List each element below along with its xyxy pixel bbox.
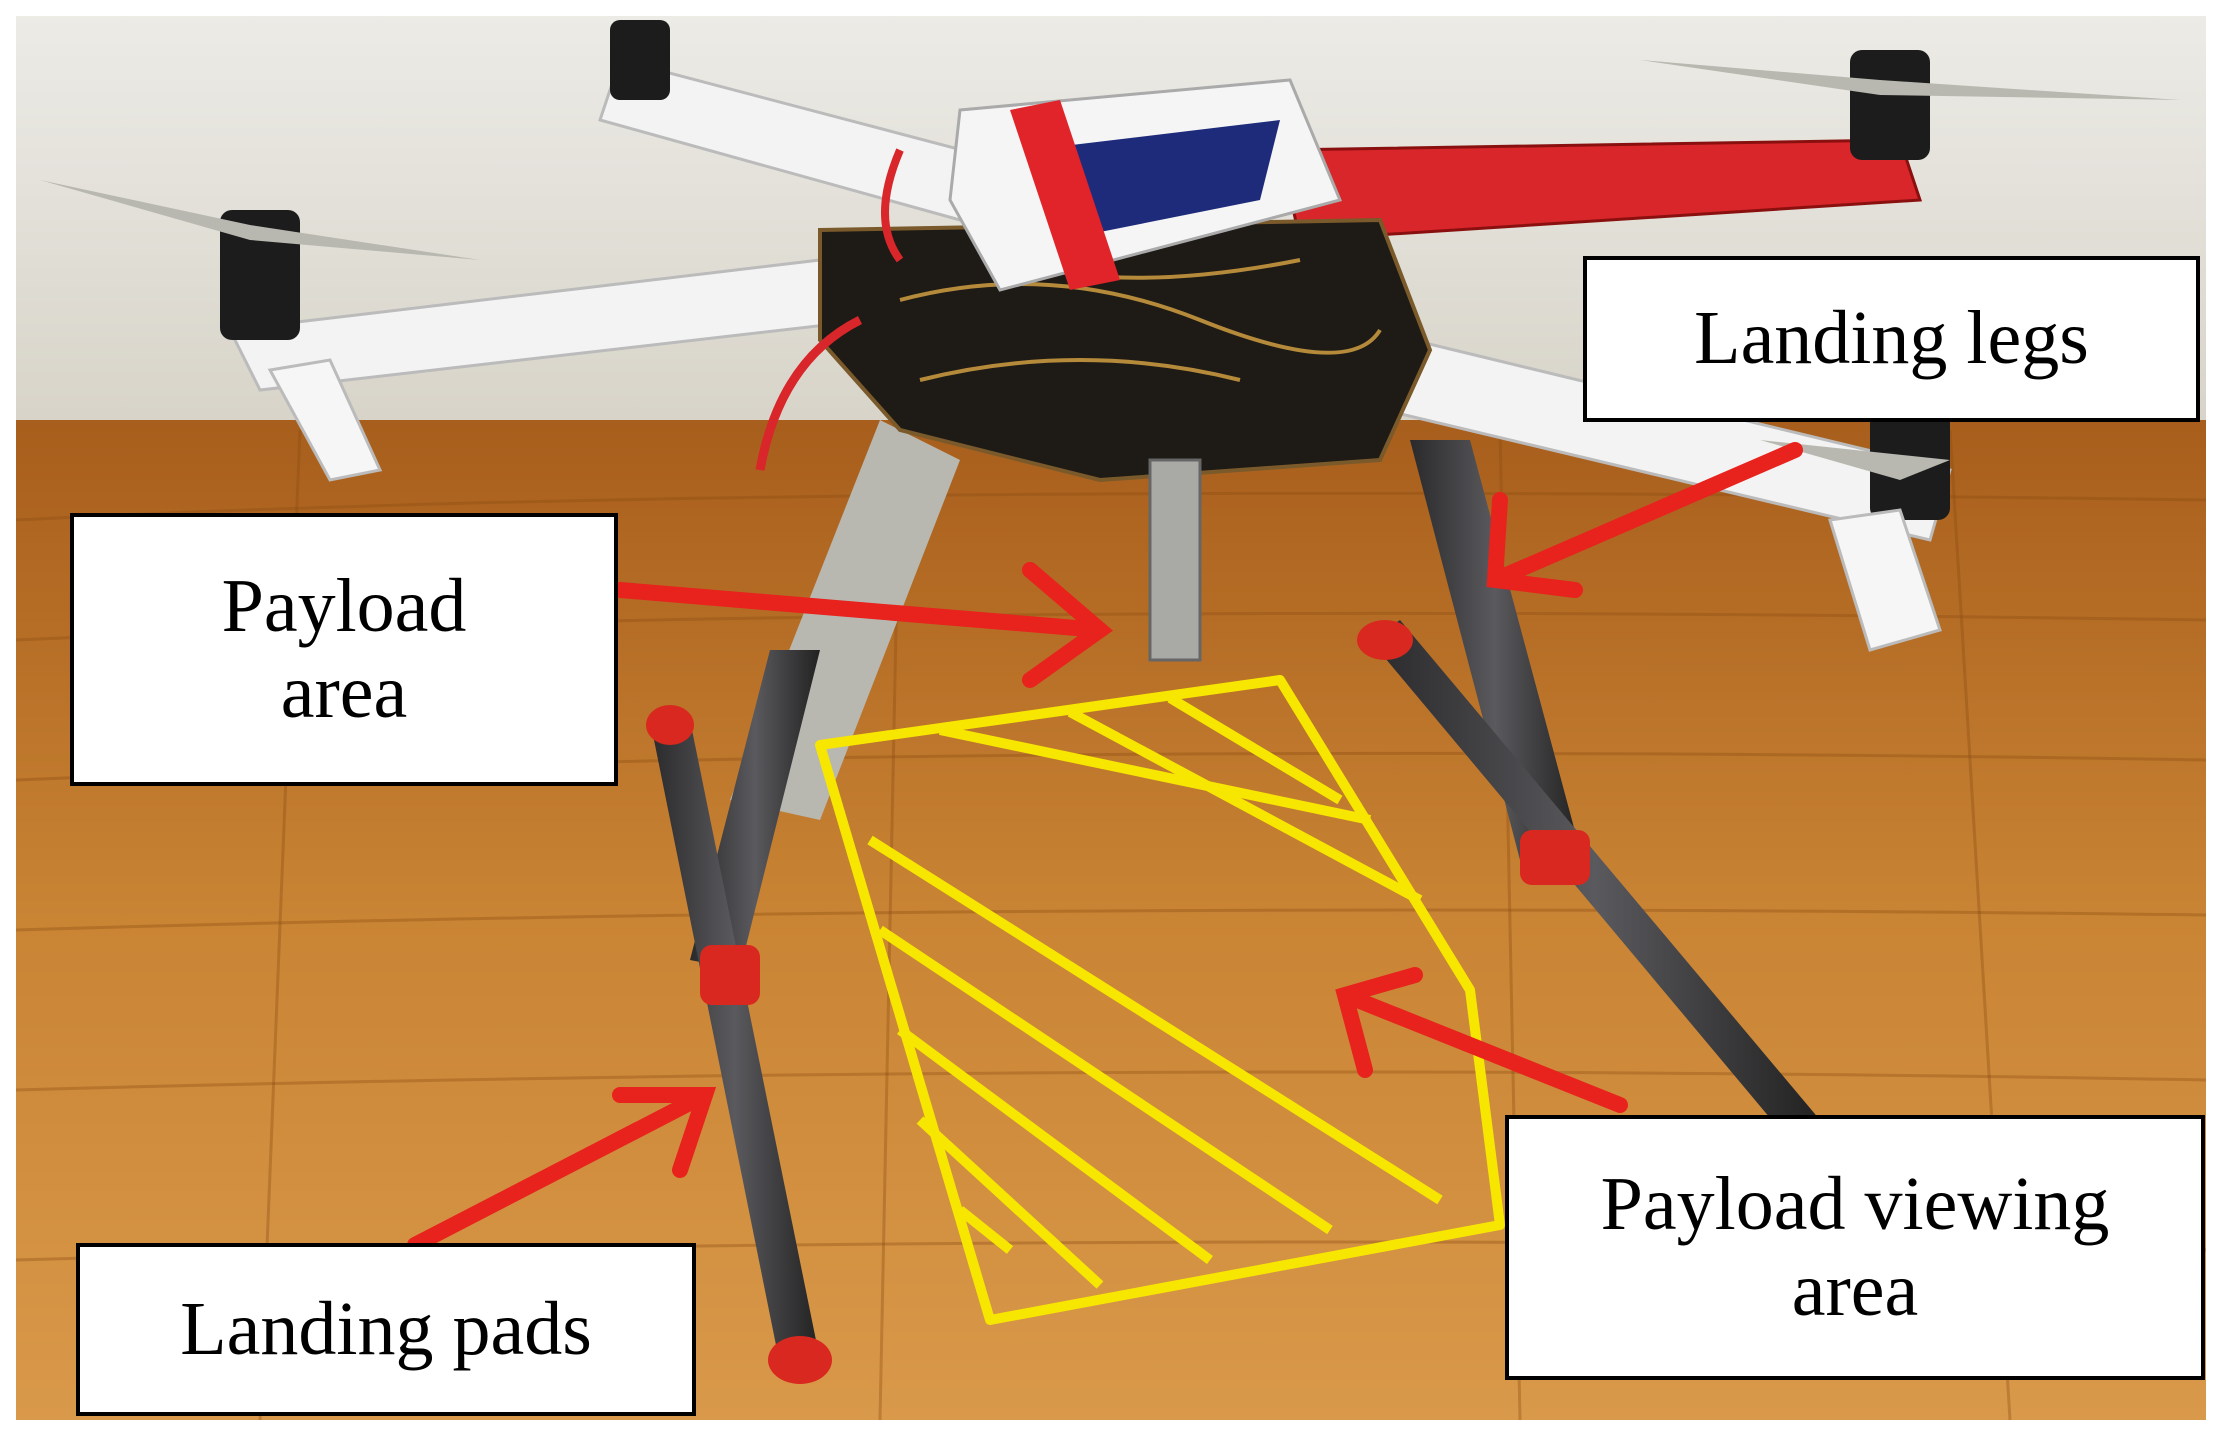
drone-frame <box>40 20 2180 820</box>
arrow-landing-legs <box>1486 442 1803 598</box>
landing-gear <box>646 440 1820 1384</box>
label-payload-area-line2: area <box>280 649 408 734</box>
label-landing-pads-text: Landing pads <box>180 1286 592 1371</box>
annotation-arrows <box>407 442 1803 1253</box>
payload-mount <box>1148 458 1202 662</box>
label-payload-viewing-line1: Payload viewing <box>1600 1162 2110 1247</box>
payload-viewing-hatch <box>815 675 1505 1325</box>
label-payload-area-line1: Payload <box>221 564 467 649</box>
label-payload-viewing-area: Payload viewing area <box>1505 1115 2205 1380</box>
label-payload-viewing-line2: area <box>1791 1247 1919 1332</box>
label-landing-legs-text: Landing legs <box>1694 296 2089 381</box>
arrow-landing-pads <box>407 1087 717 1253</box>
arrow-viewing-area <box>1335 967 1628 1113</box>
label-payload-area: Payload area <box>70 513 618 786</box>
arrow-payload-area <box>612 562 1113 688</box>
label-landing-legs: Landing legs <box>1583 256 2200 422</box>
label-landing-pads: Landing pads <box>76 1243 696 1416</box>
